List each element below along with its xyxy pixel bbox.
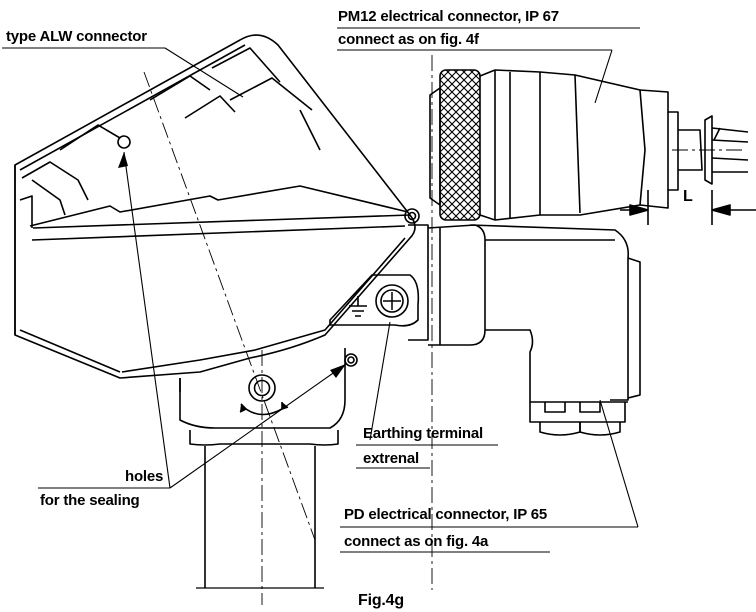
label-earthing-terminal: Earthing terminal (363, 425, 483, 442)
dimension-l (620, 190, 756, 225)
pm12-connector (429, 69, 749, 221)
stem (189, 430, 339, 589)
label-holes-sealing: for the sealing (40, 492, 140, 509)
neck-and-screw (179, 348, 346, 429)
label-earthing-external: extrenal (363, 450, 419, 467)
label-pd-connector: PD electrical connector, IP 65 (344, 506, 547, 523)
label-pm12-connect: connect as on fig. 4f (338, 31, 479, 48)
pd-connector (427, 224, 641, 436)
label-alw-connector: type ALW connector (6, 28, 147, 45)
housing-body (14, 34, 420, 392)
dimension-label-l: L (683, 188, 693, 205)
figure-caption: Fig.4g (358, 592, 404, 609)
earthing-terminal (329, 224, 429, 341)
label-holes: holes (125, 468, 164, 485)
leader-lines (2, 27, 640, 553)
centerlines (143, 55, 745, 605)
label-pd-connect: connect as on fig. 4a (344, 533, 489, 550)
arrowheads (118, 152, 346, 378)
label-pm12-connector: PM12 electrical connector, IP 67 (338, 8, 559, 25)
